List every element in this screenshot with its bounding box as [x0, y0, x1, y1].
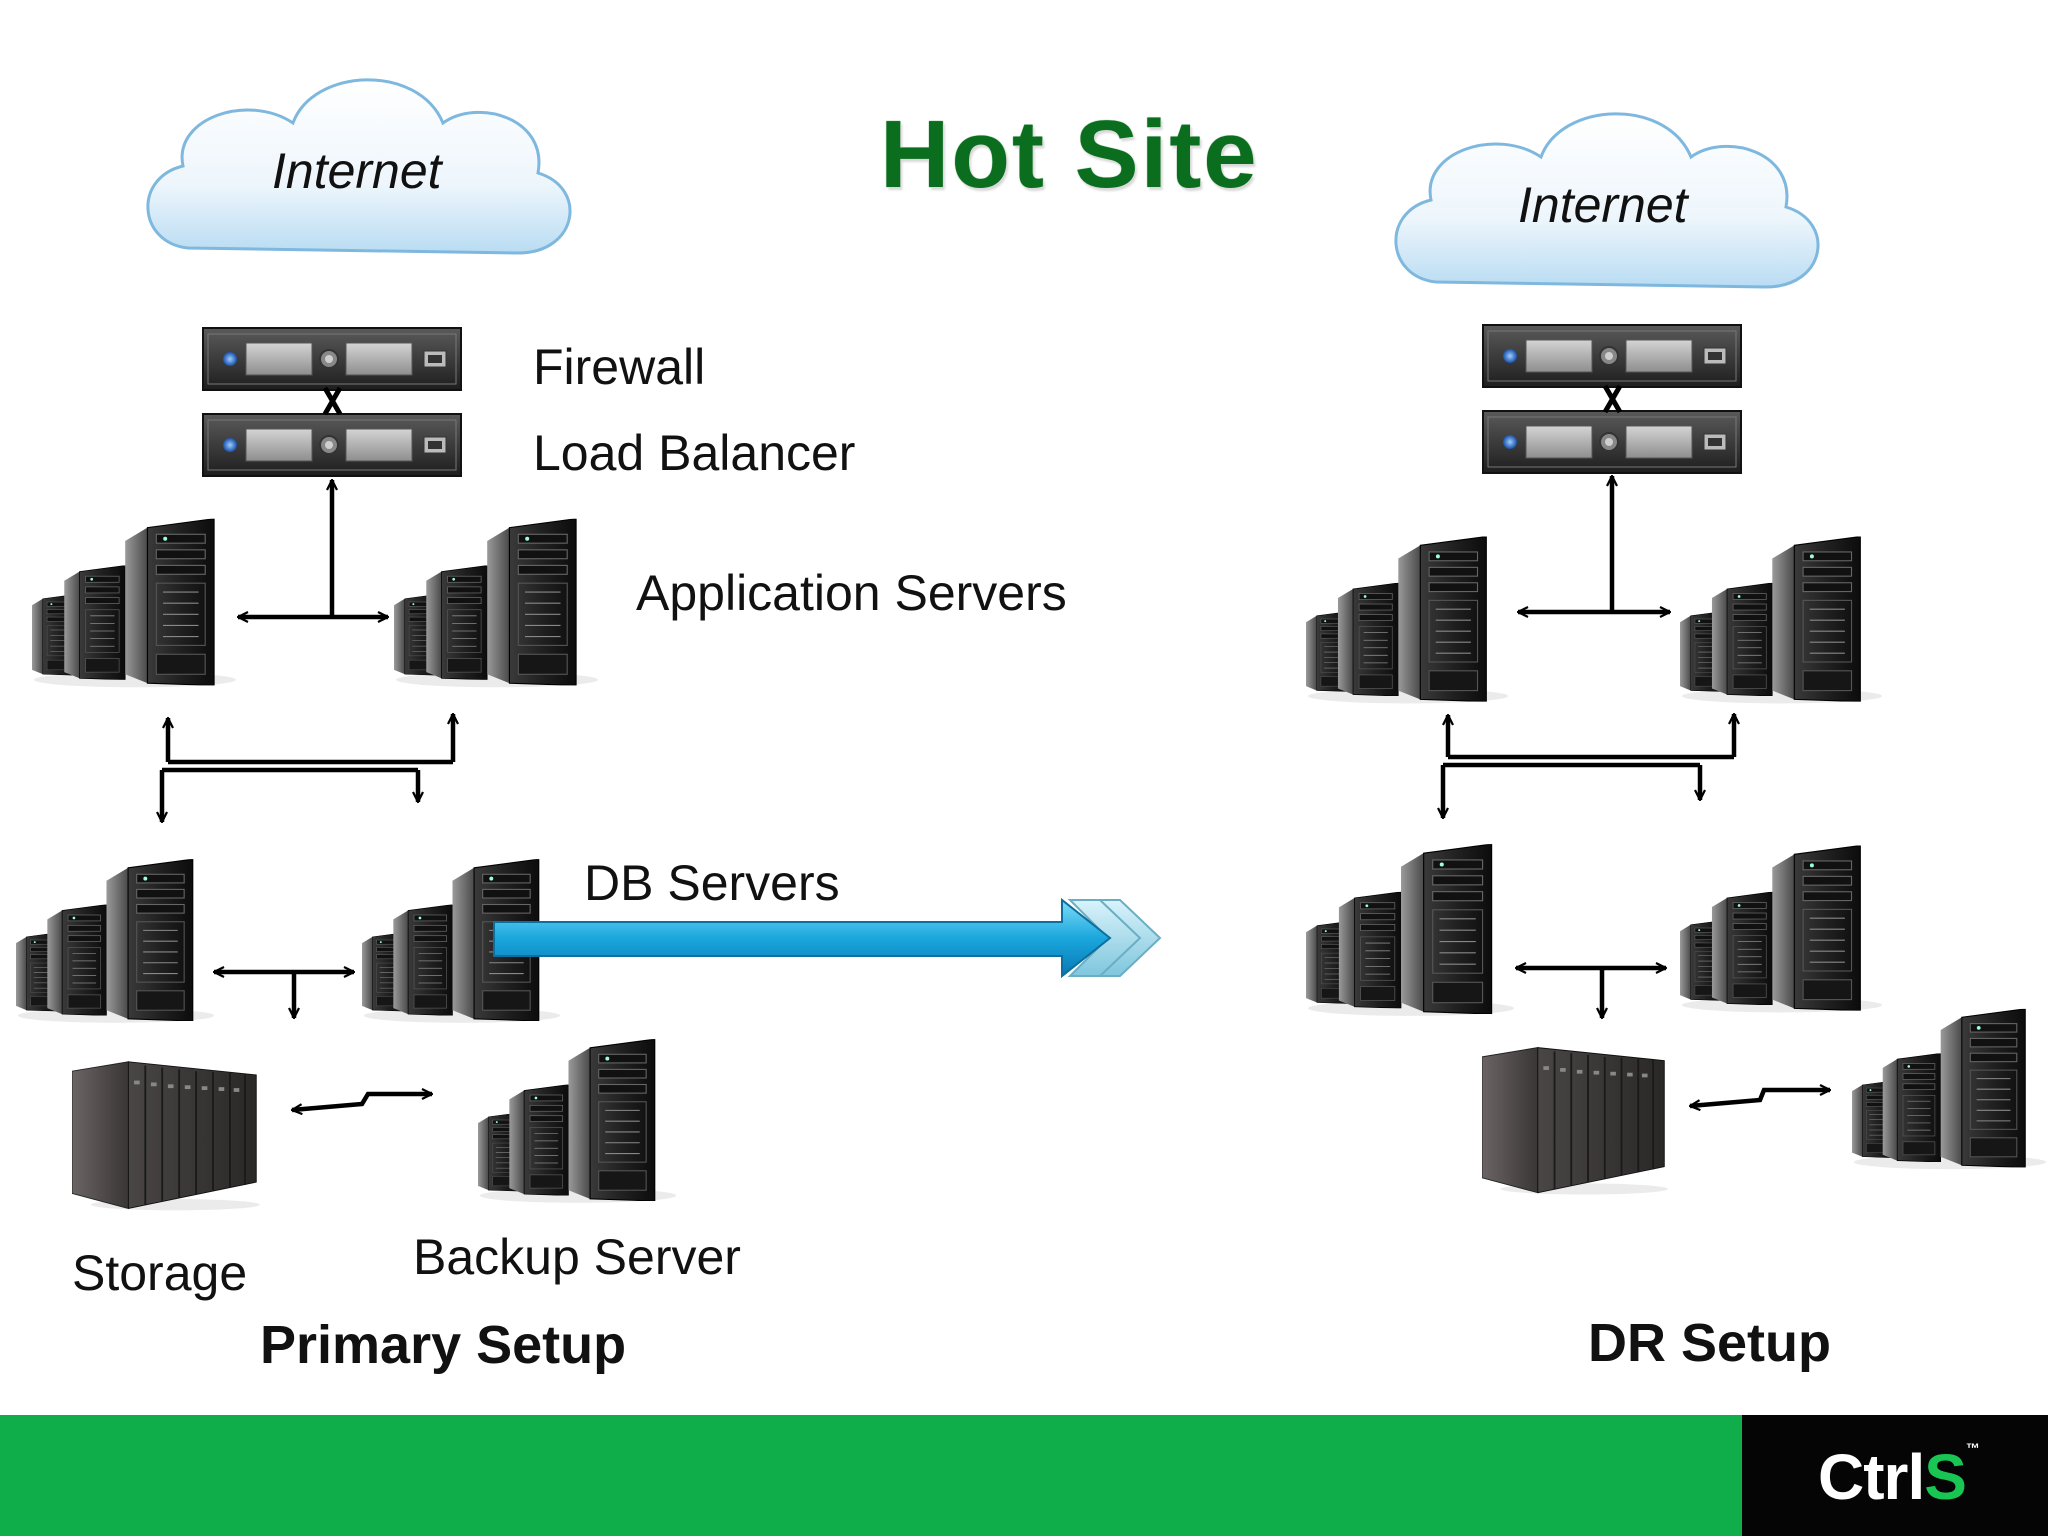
firewall-appliance-icon — [1482, 324, 1742, 388]
dr-setup — [1306, 112, 2046, 1196]
logo-trademark: ™ — [1965, 1440, 1980, 1456]
dr-cloud-label: Internet — [1518, 177, 1688, 233]
primary-setup-label: Primary Setup — [260, 1315, 627, 1375]
connector-x-icon — [322, 386, 343, 416]
backup-server-cluster-icon — [1852, 1009, 2046, 1169]
load-balancer-label: Load Balancer — [533, 425, 856, 481]
load-balancer-appliance-icon — [1482, 410, 1742, 474]
backup-server-cluster-icon — [478, 1039, 676, 1203]
db-servers-label: DB Servers — [584, 855, 840, 911]
firewall-appliance-icon — [202, 327, 462, 391]
app-server-cluster-icon — [1306, 537, 1508, 704]
replication-arrow-icon — [493, 897, 1162, 979]
storage-array-icon — [1482, 1046, 1668, 1196]
primary-cloud-label: Internet — [272, 143, 442, 199]
load-balancer-appliance-icon — [202, 413, 462, 477]
connector-lines — [1443, 476, 1830, 1106]
firewall-label: Firewall — [533, 339, 706, 395]
logo-text-accent: S — [1924, 1441, 1967, 1513]
ctrls-logo: CtrlS™ — [1818, 1440, 1980, 1514]
connector-x-icon — [1602, 384, 1623, 414]
page-title: Hot Site — [880, 101, 1259, 208]
app-server-cluster-icon — [32, 519, 236, 688]
storage-label: Storage — [72, 1245, 248, 1301]
footer-logo-panel — [1742, 1415, 2048, 1536]
logo-text-main: Ctrl — [1818, 1441, 1925, 1513]
backup-server-label: Backup Server — [413, 1229, 741, 1285]
dr-setup-label: DR Setup — [1588, 1313, 1831, 1373]
app-server-cluster-icon — [394, 519, 598, 688]
storage-array-icon — [72, 1060, 260, 1212]
app-server-cluster-icon — [1680, 537, 1882, 704]
primary-setup — [16, 78, 676, 1212]
db-server-cluster-icon — [1680, 846, 1882, 1013]
connector-lines — [162, 480, 453, 1110]
db-server-cluster-icon — [1306, 844, 1514, 1016]
application-servers-label: Application Servers — [636, 565, 1067, 621]
db-server-cluster-icon — [16, 859, 214, 1023]
footer-bar — [0, 1415, 1742, 1536]
